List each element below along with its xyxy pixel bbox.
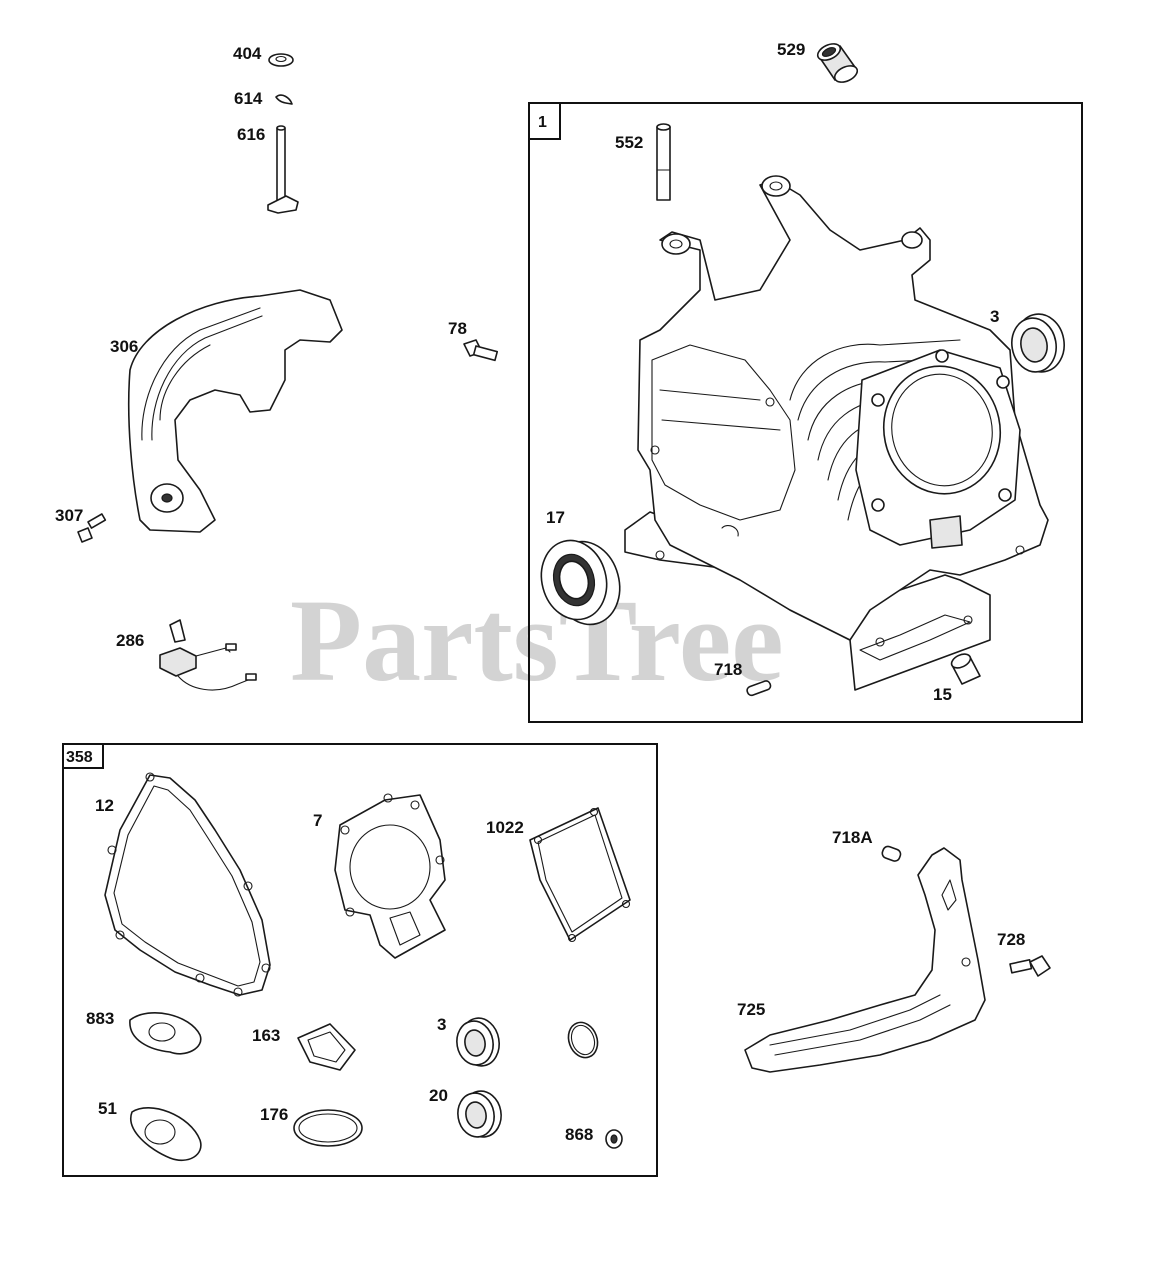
part-718-dowel-pin[interactable]: 718 — [714, 660, 772, 697]
part-label-725: 725 — [737, 1000, 765, 1019]
part-label-307: 307 — [55, 506, 83, 525]
part-3-seal-kit[interactable]: 3 — [437, 1015, 503, 1069]
part-78-bolt[interactable]: 78 — [448, 319, 499, 362]
part-1022-gasket[interactable]: 1022 — [486, 807, 631, 943]
part-552-tube[interactable]: 552 — [615, 123, 671, 201]
part-label-51: 51 — [98, 1099, 117, 1118]
part-868-seal[interactable]: 868 — [565, 1125, 623, 1149]
part-label-3-kit: 3 — [437, 1015, 446, 1034]
group-box-358: 358 — [62, 743, 658, 1177]
part-o-ring[interactable] — [564, 1018, 603, 1061]
part-label-883: 883 — [86, 1009, 114, 1028]
part-176-gasket[interactable]: 176 — [260, 1105, 363, 1147]
part-label-868: 868 — [565, 1125, 593, 1144]
part-17-bearing[interactable]: 17 — [533, 508, 629, 632]
part-3-oil-seal[interactable]: 3 — [990, 307, 1069, 376]
part-725-bracket[interactable]: 725 — [737, 847, 986, 1073]
part-label-3-block: 3 — [990, 307, 999, 326]
part-label-728: 728 — [997, 930, 1025, 949]
part-728-bolt[interactable]: 728 — [997, 930, 1051, 977]
part-163-gasket[interactable]: 163 — [252, 1023, 356, 1071]
part-286-switch[interactable]: 286 — [116, 619, 257, 691]
part-cylinder-block[interactable] — [624, 175, 1049, 691]
group-label-358: 358 — [66, 749, 93, 766]
part-label-718: 718 — [714, 660, 742, 679]
part-label-15: 15 — [933, 685, 952, 704]
part-883-gasket[interactable]: 883 — [86, 1009, 202, 1055]
part-529-bushing[interactable]: 529 — [777, 40, 860, 85]
part-label-17: 17 — [546, 508, 565, 527]
part-label-286: 286 — [116, 631, 144, 650]
group-label-1: 1 — [538, 114, 547, 131]
part-label-7: 7 — [313, 811, 322, 830]
watermark-text: PartsTree — [290, 575, 784, 706]
group-box-1: 1 — [528, 102, 1083, 723]
part-label-404: 404 — [233, 44, 262, 63]
part-12-gasket[interactable]: 12 — [95, 772, 271, 997]
part-label-176: 176 — [260, 1105, 288, 1124]
part-718A-dowel-pin[interactable]: 718A — [832, 828, 902, 862]
part-label-12: 12 — [95, 796, 114, 815]
part-15-plug[interactable]: 15 — [933, 651, 981, 704]
part-label-616: 616 — [237, 125, 265, 144]
part-label-306: 306 — [110, 337, 138, 356]
part-7-head-gasket[interactable]: 7 — [313, 793, 446, 959]
part-label-529: 529 — [777, 40, 805, 59]
part-label-552: 552 — [615, 133, 643, 152]
part-306-air-guide[interactable]: 306 — [110, 289, 343, 533]
part-label-614: 614 — [234, 89, 263, 108]
part-614-clip[interactable]: 614 — [234, 89, 293, 108]
part-label-1022: 1022 — [486, 818, 524, 837]
part-label-163: 163 — [252, 1026, 280, 1045]
part-616-governor-shaft[interactable]: 616 — [237, 125, 299, 214]
part-label-20: 20 — [429, 1086, 448, 1105]
part-20-oil-seal[interactable]: 20 — [429, 1086, 505, 1140]
part-label-78: 78 — [448, 319, 467, 338]
part-404-washer[interactable]: 404 — [233, 44, 294, 67]
part-307-screw[interactable]: 307 — [55, 506, 107, 543]
part-label-718A: 718A — [832, 828, 873, 847]
part-51-gasket[interactable]: 51 — [98, 1099, 202, 1162]
